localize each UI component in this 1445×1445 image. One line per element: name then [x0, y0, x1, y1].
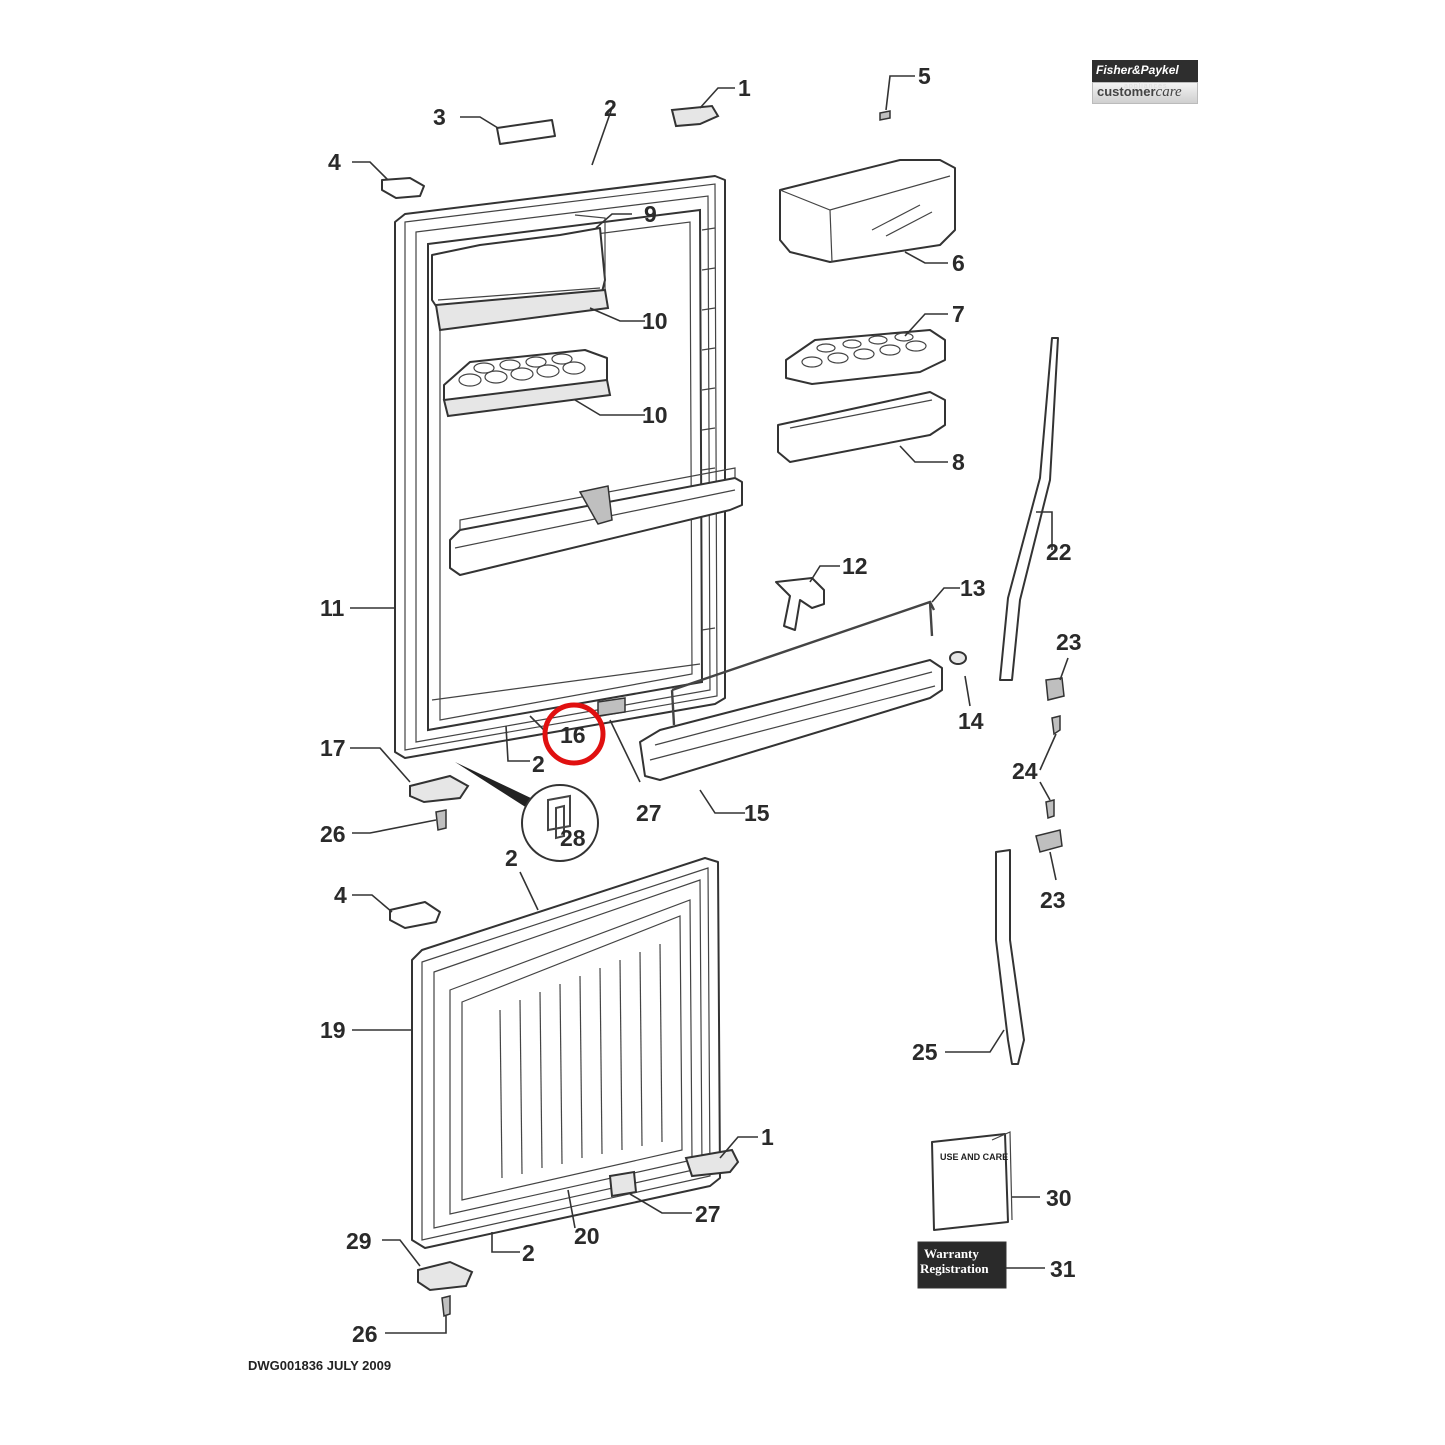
- screw-26-bottom: [441, 1295, 451, 1318]
- callout-23-bottom: 23: [1040, 887, 1066, 913]
- callout-1-top: 1: [738, 75, 751, 101]
- callout-10-b: 10: [642, 402, 668, 428]
- callout-5: 5: [918, 63, 931, 89]
- freezer-door-19: [411, 857, 721, 1249]
- callout-31: 31: [1050, 1256, 1076, 1282]
- callout-15: 15: [744, 800, 770, 826]
- hinge-4-top: [381, 177, 425, 199]
- hinge-cover-1-lower: [684, 1148, 740, 1178]
- warranty-line-1: Warranty: [924, 1246, 979, 1261]
- callout-16: 16: [560, 722, 586, 748]
- callout-2-bottom: 2: [522, 1240, 535, 1266]
- hinge-cover-1-top: [670, 104, 720, 128]
- hinge-17: [409, 774, 470, 804]
- callout-6: 6: [952, 250, 965, 276]
- callout-2-lower: 2: [505, 845, 518, 871]
- door-bin-9: [431, 214, 610, 332]
- callout-2-top: 2: [604, 95, 617, 121]
- handle-25: [995, 849, 1025, 1065]
- part-16: [597, 697, 626, 717]
- hinge-4-lower: [389, 901, 441, 929]
- warranty-card-31: Warranty Registration: [917, 1241, 1007, 1289]
- leader-lines: [350, 75, 1069, 1334]
- callout-labels: 1 2 3 4 5 6 7 8 9 10 10 11 12 13 14 15 1…: [320, 63, 1082, 1347]
- plug-27-lower: [608, 1170, 638, 1198]
- callout-27-top: 27: [636, 800, 662, 826]
- clip-12: [775, 577, 825, 631]
- booklet-30: USE AND CARE: [931, 1131, 1013, 1231]
- brand-name: Fisher&Paykel: [1096, 63, 1179, 77]
- door-shelf-large: [449, 467, 743, 576]
- callout-12: 12: [842, 553, 868, 579]
- drawing-reference: DWG001836 JULY 2009: [248, 1358, 392, 1373]
- strip-3: [496, 119, 556, 145]
- callout-4-lower: 4: [334, 882, 347, 908]
- inset-pointer: [455, 762, 535, 808]
- highlight-circle: [542, 702, 606, 766]
- dairy-compartment-6: [779, 159, 956, 263]
- booklet-label: USE AND CARE: [940, 1152, 1008, 1162]
- callout-8: 8: [952, 449, 965, 475]
- callout-13: 13: [960, 575, 986, 601]
- callout-29: 29: [346, 1228, 372, 1254]
- callout-9: 9: [644, 201, 657, 227]
- callout-23-top: 23: [1056, 629, 1082, 655]
- screw-26-top: [435, 809, 447, 831]
- screw-24-a: [1051, 715, 1061, 736]
- bracket-23-bottom: [1035, 829, 1063, 853]
- callout-20: 20: [574, 1223, 600, 1249]
- callout-2-mid: 2: [532, 751, 545, 777]
- callout-7: 7: [952, 301, 965, 327]
- warranty-line-2: Registration: [920, 1261, 989, 1276]
- rail-13: [670, 600, 936, 726]
- callout-26-bottom: 26: [352, 1321, 378, 1347]
- handle-22: [999, 337, 1059, 681]
- callout-3: 3: [433, 104, 446, 130]
- callout-1-lower: 1: [761, 1124, 774, 1150]
- egg-tray-10: [442, 349, 612, 418]
- callout-25: 25: [912, 1039, 938, 1065]
- brand-service-suffix: care: [1155, 84, 1182, 100]
- callout-27-lower: 27: [695, 1201, 721, 1227]
- callout-4-top: 4: [328, 149, 341, 175]
- callout-26-top: 26: [320, 821, 346, 847]
- callout-19: 19: [320, 1017, 346, 1043]
- bracket-23-top: [1045, 677, 1065, 701]
- hinge-29: [417, 1260, 474, 1292]
- callout-30: 30: [1046, 1185, 1072, 1211]
- brand-logo-bottom: customercare: [1092, 82, 1198, 104]
- shelf-8: [777, 391, 946, 463]
- screw-5: [879, 110, 891, 121]
- screw-24-b: [1045, 799, 1055, 820]
- callout-11: 11: [320, 595, 345, 621]
- callout-14: 14: [958, 708, 984, 734]
- callout-17: 17: [320, 735, 346, 761]
- egg-tray-7: [785, 329, 946, 385]
- pin-28: [547, 794, 571, 840]
- bottle-shelf-15: [639, 659, 943, 781]
- callout-24: 24: [1012, 758, 1038, 784]
- callout-22: 22: [1046, 539, 1072, 565]
- callout-28: 28: [560, 825, 586, 851]
- cap-14: [949, 651, 967, 665]
- brand-logo: Fisher&Paykel appliances customercare: [1092, 60, 1198, 104]
- callout-10-a: 10: [642, 308, 668, 334]
- brand-service-prefix: customer: [1097, 84, 1156, 99]
- inset-circle-28: [521, 784, 599, 862]
